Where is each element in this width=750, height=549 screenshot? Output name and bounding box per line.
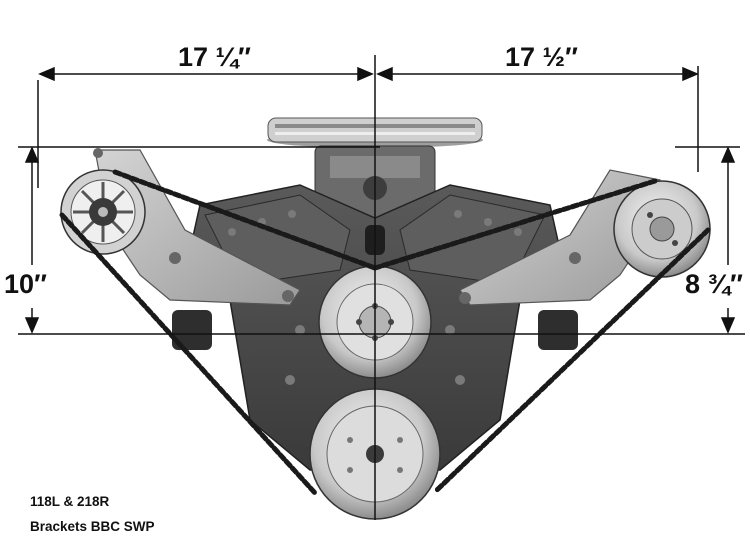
caption-part-numbers: 118L & 218R [30,494,110,509]
dimension-lines [18,55,745,520]
caption-description: Brackets BBC SWP [30,519,155,534]
right-width-dimension: 17 ½″ [505,42,578,72]
right-height-dimension: 8 ¾″ [685,269,743,299]
drive-belts [59,169,711,496]
left-height-dimension: 10″ [4,269,47,299]
left-width-dimension: 17 ¼″ [178,42,251,72]
ac-compressor [613,180,711,278]
alternator [60,169,146,255]
